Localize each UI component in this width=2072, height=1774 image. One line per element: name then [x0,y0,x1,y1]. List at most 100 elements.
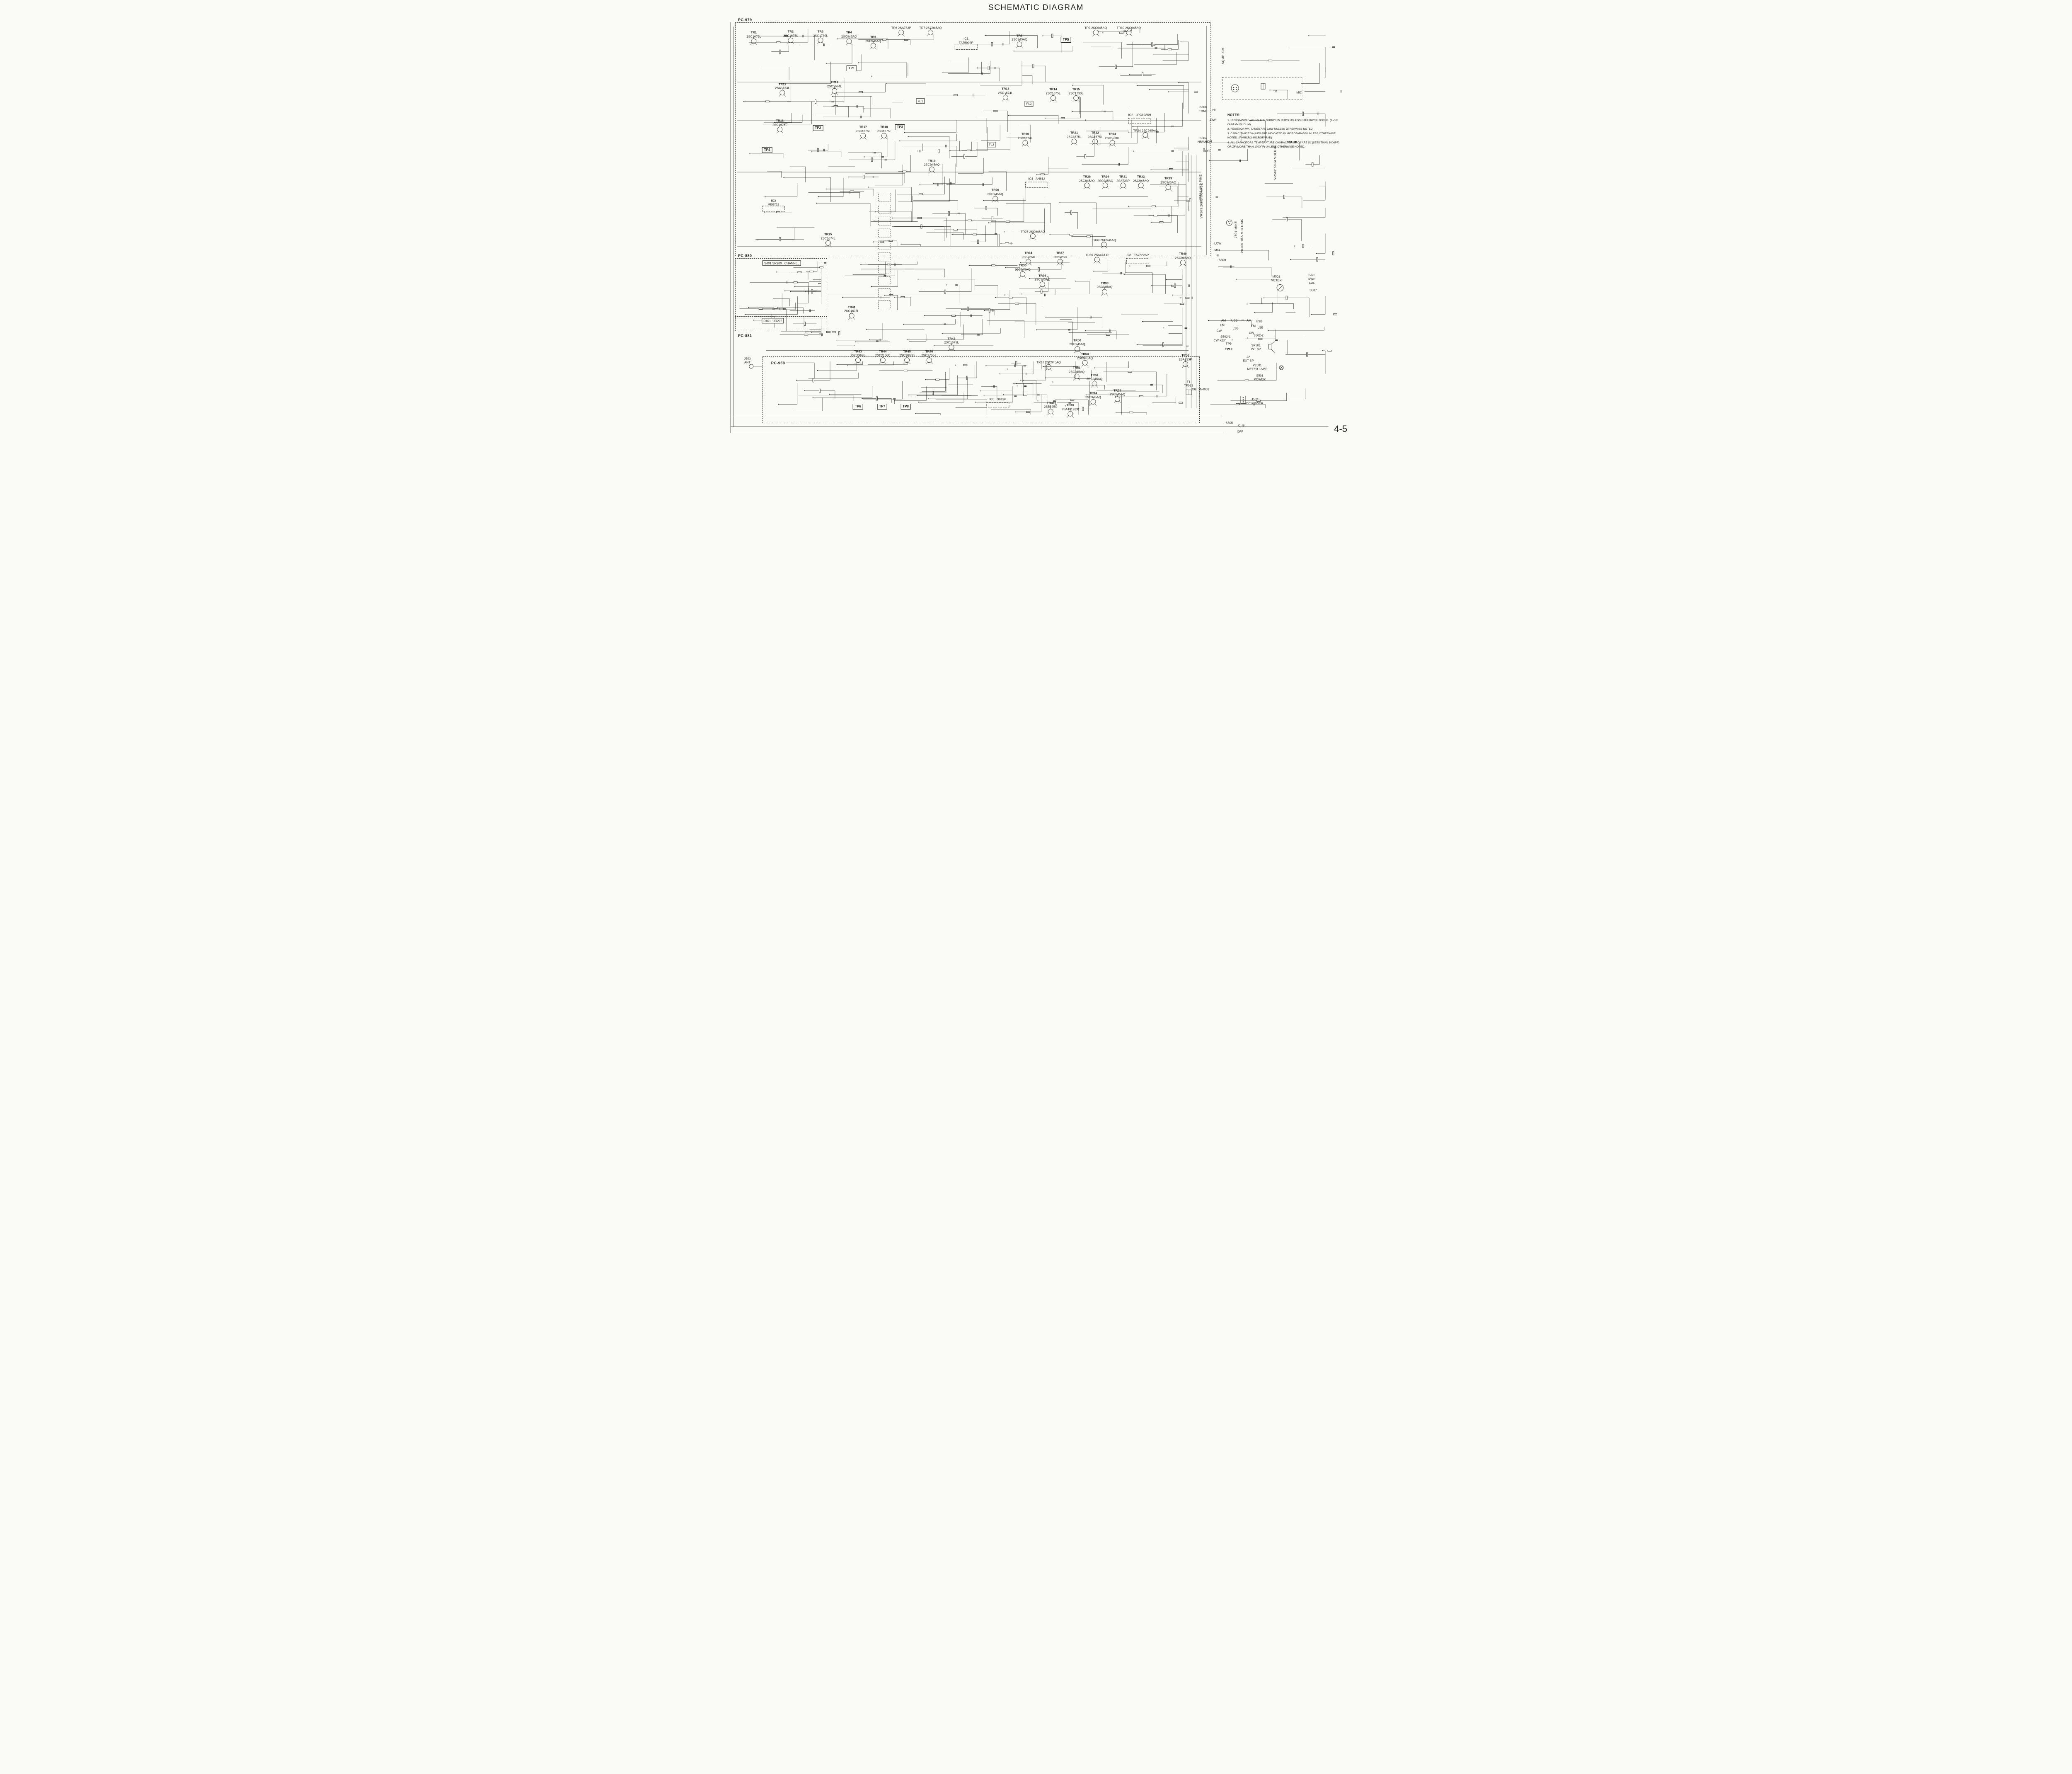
page-title: SCHEMATIC DIAGRAM [988,3,1084,12]
label-mid: MID [1214,248,1220,252]
testpoint-label-tp6: TP6 [853,404,863,410]
label-cw: CW [1216,329,1222,333]
transistor-label-tr24: TR24 2SC945AQ [1133,128,1158,132]
label-s-rf-swr-cal: S/RF SWR CAL [1308,273,1316,285]
label-fl1: FL1 [916,98,925,104]
transistor-symbol-tr38 [1102,289,1108,295]
label-vr502-50ka-volume: VR502 50KA VOLUME [1273,144,1277,180]
label-j2-ext-sp: J2 EXT SP [1243,355,1254,363]
ic-label-ic6: IC6 S042P [989,397,1007,401]
label-s401-sr209-channel: S401 SR209 CHANNEL [762,260,801,266]
transistor-label-tr47: TR47 2SC945AQ [1036,360,1061,364]
label-tx: TX [1273,89,1277,93]
label-s508-tone: S508 TONE [1199,105,1208,113]
label-vr505-1ka-mic-gain: VR505 1KA MIC GAIN [1240,218,1244,254]
meter-icon [1276,284,1284,291]
label-low: LOW [1208,118,1216,122]
note-line: 1. RESISTANCE VALUES ARE SHOWN IN OHMS U… [1227,119,1338,126]
notes-lines: 1. RESISTANCE VALUES ARE SHOWN IN OHMS U… [1227,119,1341,149]
schematic-page: SCHEMATIC DIAGRAM 4-5 NOTES: 1. RESISTAN… [718,0,1354,444]
testpoint-label-tp3: TP3 [895,124,905,131]
transistor-symbol-tr40 [1180,259,1186,265]
note-line: 4. ALL CAPACITORS TEMPERATURE CHARACTERI… [1227,141,1340,148]
page-number: 4-5 [1334,424,1347,434]
ic-symbol-ic2 [1128,118,1151,124]
antenna-jack-icon [749,364,754,369]
ic-label-ic4: IC4 AN612 [1028,177,1045,181]
note-line: 2. RESISTOR WATTAGES ARE 1/8W UNLESS OTH… [1227,127,1314,131]
board-label-pc-881: PC-881 [737,333,753,338]
board-outline-pc-958 [762,356,1200,423]
testpoint-label-tp4: TP4 [762,147,772,153]
label-fl2: FL2 [1024,101,1034,107]
label-j501-mike: J501 MIKE [1233,221,1237,238]
ic-symbol-ic5 [1126,258,1149,264]
label-s504-nb-anl: S504 NB/ANL [1197,136,1209,144]
ic-symbol-ic3 [762,206,785,212]
lamp-icon [1279,365,1284,370]
testpoint-label-tp1: TP1 [846,65,857,71]
label-s501-power: S501 POWER [1254,373,1266,381]
label-am: AM [1247,318,1251,322]
dc-power-connector-icon [1240,396,1246,404]
label-on: ON [1207,139,1212,143]
label-sp501-int-sp: SP501 INT SP [1251,343,1261,351]
ic-label-ic2: IC2 µPC1028H [1128,113,1151,117]
label-pl501-meter-lamp: PL501 METER LAMP [1247,363,1268,371]
testpoint-label-tp9: TP9 [1225,342,1232,346]
label-s502-1: S502-1 [1220,334,1231,339]
transistor-symbol-tr35 [1020,271,1026,277]
label-off: OFF [1237,429,1243,434]
transistor-symbol-tr36 [1039,281,1045,287]
label-s502-2: S502-2 [1253,333,1264,337]
notes-block: NOTES: 1. RESISTANCE VALUES ARE SHOWN IN… [1227,113,1341,150]
label-j503-ant: J503 ANT [744,356,751,364]
notes-title: NOTES: [1227,113,1241,117]
transistor-label-tr27: TR27 2SC945AQ [1021,229,1045,233]
speaker-icon [1268,344,1271,349]
label-t1-tf083: T1 TF083 [1184,380,1193,388]
mic-connector-icon [1231,84,1239,92]
testpoint-label-tp7: TP7 [877,404,888,410]
transistor-label-tr39: TR39 2SA473-O [1085,253,1109,257]
label-s507: S507 [1310,288,1317,292]
label-cw: CW [1249,330,1254,334]
label-m501-meter: M501 METER [1271,274,1282,282]
testpoint-label-tp10: TP10 [1225,347,1232,351]
label-usb: USB [1231,318,1238,322]
label-j502-dc-power: J502 DC POWER [1246,397,1264,405]
board-label-pc-958: PC-958 [770,361,786,365]
board-label-pc-880: PC-880 [737,254,753,258]
label-s505: S505 [1225,421,1233,425]
mike-jack-icon [1226,219,1232,226]
label-fm: FM [1220,323,1225,327]
testpoint-label-tp2: TP2 [813,125,823,131]
transistor-label-tr6: TR6 2SA733P [891,26,911,30]
